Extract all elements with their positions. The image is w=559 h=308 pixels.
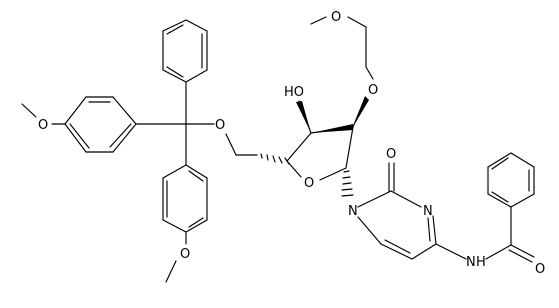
- anisyl-ring-left: [21, 96, 187, 153]
- atom-o-5prime: O: [215, 118, 225, 133]
- bond-o4-c1: [319, 167, 347, 181]
- wedge-c3-oh: [296, 101, 311, 133]
- bond-ch2-o2prime: [365, 66, 374, 80]
- bond-c4-nh: [435, 243, 467, 260]
- atom-o-ring: O: [304, 176, 314, 191]
- bond-nh-co: [485, 244, 512, 260]
- atom-n1: N: [348, 204, 358, 219]
- bond-co-o-b: [508, 249, 533, 263]
- benzoyl-amide: [435, 206, 535, 263]
- wedge-c2prime-o: [353, 96, 369, 127]
- bond-ch2-o5: [225, 133, 237, 156]
- atom-o-carbonyl: O: [386, 147, 396, 162]
- bond-o-ch2: [347, 16, 367, 28]
- hash-c1-n: [341, 170, 354, 197]
- atom-o-methoxy-left: O: [38, 118, 48, 133]
- hash-c4-c5: [260, 153, 290, 165]
- phenyl-ring-benzoyl: [487, 152, 535, 208]
- ribose-ring: [260, 100, 354, 197]
- atom-n3: N: [423, 204, 433, 219]
- pyrimidine-ring: [357, 162, 437, 260]
- bond-methyl-o: [310, 16, 327, 25]
- methoxyethoxy-chain: [310, 16, 374, 128]
- bond-c1-c2: [345, 126, 354, 169]
- wedge-c3-c2: [311, 124, 353, 133]
- atom-h-amide: H: [476, 255, 486, 270]
- atom-oh-3prime: HO: [284, 85, 304, 100]
- bond-co-o-a: [510, 244, 535, 258]
- atom-o-benzoyl: O: [535, 262, 545, 277]
- atom-o-2prime: O: [368, 83, 378, 98]
- anisyl-ring-bottom: [162, 123, 208, 283]
- bond-o-me-left: [21, 103, 37, 118]
- atom-o-methoxy-top: O: [331, 10, 341, 25]
- bond-c3-c4: [286, 132, 312, 162]
- atom-o-methoxy-bottom: O: [180, 247, 190, 262]
- phenyl-ring-top: [162, 19, 208, 125]
- bond-o-me-bottom: [165, 260, 177, 283]
- five-prime-linker: [185, 123, 258, 156]
- atom-n-amide: N: [466, 255, 476, 270]
